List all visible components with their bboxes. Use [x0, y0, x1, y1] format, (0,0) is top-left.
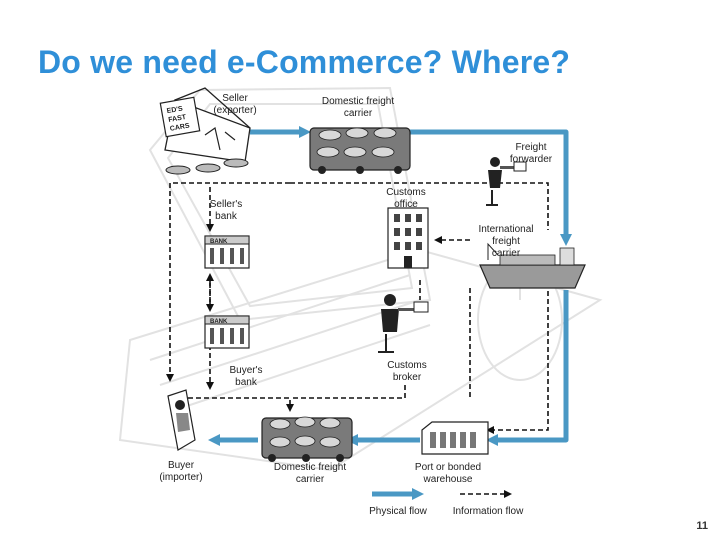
international-carrier-label-line-3: carrier [492, 248, 521, 259]
car-carrier-truck-icon [309, 127, 411, 174]
port-label-line-2: warehouse [423, 474, 473, 485]
buyers-bank-sign: BANK [210, 319, 228, 325]
warehouse-building-icon [421, 421, 489, 455]
domestic-carrier-top-label-line-1: Domestic freight [322, 96, 394, 107]
car-icon [165, 158, 249, 175]
freight-forwarder-label-line-1: Freight [515, 142, 546, 153]
cargo-ship-icon [479, 242, 586, 289]
legend-information-flow-label: Information flow [453, 506, 524, 517]
buyers-bank-building-icon: BANK [204, 315, 250, 349]
domestic-carrier-top-label-line-2: carrier [344, 108, 373, 119]
info-flow-left-loop [166, 182, 290, 382]
physical-flow-lines [208, 126, 572, 446]
legend: Physical flow Information flow [369, 488, 524, 517]
physical-flow-carrier-to-ship [410, 129, 572, 246]
physical-flow-ship-to-port [486, 290, 569, 446]
info-flow-to-port [486, 275, 549, 434]
seller-dealership-icon: ED'S FAST CARS [159, 87, 251, 175]
info-flow-top-loop [290, 182, 549, 230]
seller-label-line-2: (exporter) [213, 105, 256, 116]
car-carrier-truck-bottom-icon [261, 416, 353, 462]
buyer-label-line-1: Buyer [168, 460, 195, 471]
legend-physical-flow-label: Physical flow [369, 506, 428, 517]
freight-forwarder-person-icon [486, 157, 527, 206]
customs-broker-label-line-2: broker [393, 372, 422, 383]
sellers-bank-label-line-1: Seller's [210, 199, 242, 210]
domestic-carrier-bottom-label-line-1: Domestic freight [274, 462, 346, 473]
sellers-bank-sign: BANK [210, 239, 228, 245]
domestic-carrier-bottom-label-line-2: carrier [296, 474, 325, 485]
seller-label-line-1: Seller [222, 93, 248, 104]
node-labels: Seller (exporter) Domestic freight carri… [159, 93, 552, 485]
sellers-bank-building-icon: BANK [204, 235, 250, 269]
port-label-line-1: Port or bonded [415, 462, 481, 473]
freight-forwarder-label-line-2: forwarder [510, 154, 553, 165]
buyers-bank-label-line-2: bank [235, 377, 258, 388]
buyer-label-line-2: (importer) [159, 472, 202, 483]
customs-broker-person-icon [378, 294, 429, 353]
info-flow-broker-left [290, 385, 406, 399]
customs-office-label-line-2: office [394, 199, 418, 210]
seller-sign-line-1: ED'S [166, 105, 183, 115]
seller-sign-line-2: FAST [168, 114, 188, 124]
customs-office-building-icon [387, 207, 429, 269]
page-number: 11 [696, 520, 708, 532]
slide-title: Do we need e-Commerce? Where? [38, 44, 571, 80]
international-carrier-label-line-2: freight [492, 236, 520, 247]
sellers-bank-label-line-2: bank [215, 211, 238, 222]
international-carrier-label-line-1: International [478, 224, 533, 235]
seller-sign-line-3: CARS [169, 122, 190, 132]
customs-office-label-line-1: Customs [386, 187, 425, 198]
buyers-bank-label-line-1: Buyer's [229, 365, 262, 376]
buyer-person-icon [167, 389, 196, 451]
info-flow-buyer-to-carrier [180, 397, 294, 412]
customs-broker-label-line-1: Customs [387, 360, 426, 371]
information-flow-lines [166, 182, 549, 434]
